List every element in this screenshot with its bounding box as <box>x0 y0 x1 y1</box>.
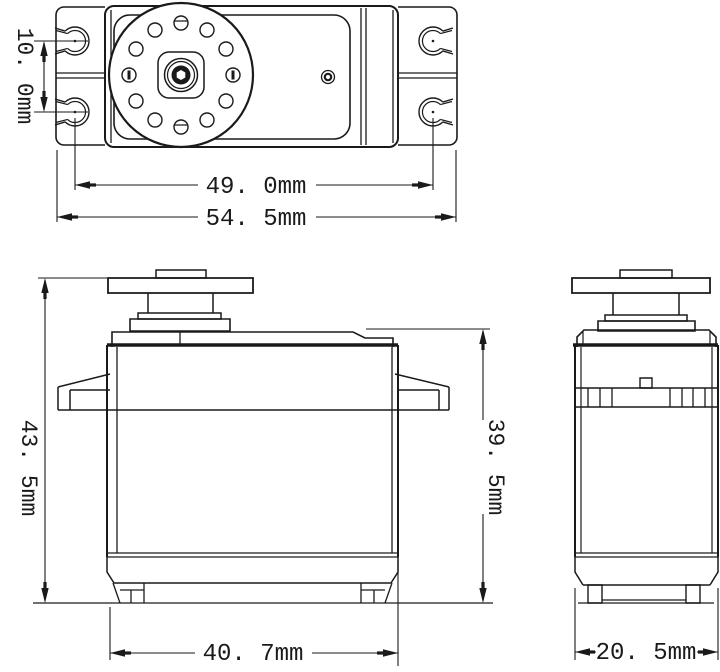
dim-arrow <box>57 213 72 221</box>
case-screw-hole-inner <box>325 74 331 80</box>
case-bottom <box>33 553 493 603</box>
dimension-total-height: 43. 5mm <box>15 278 108 603</box>
case-sides <box>107 345 398 557</box>
side-view: 20. 5mm <box>572 270 718 667</box>
top-view: 10. 0mm 49. 0mm 54. 5mm <box>11 1 457 233</box>
dim-arrow <box>41 588 49 603</box>
front-view: 43. 5mm 39. 5mm 40. 7mm <box>15 270 508 668</box>
dim-arrow <box>383 649 398 657</box>
case-bottom-side <box>575 553 718 603</box>
case-screw-hole <box>322 71 335 84</box>
dim-label-body-width: 20. 5mm <box>596 640 697 667</box>
right-foot <box>361 583 392 603</box>
dim-arrow <box>575 648 590 656</box>
cable-tab <box>640 378 652 388</box>
dimension-body-height: 39. 5mm <box>366 329 508 603</box>
tab-groove <box>398 73 457 78</box>
dim-label-body-length: 40. 7mm <box>203 641 304 668</box>
horn-hub-top <box>156 270 206 278</box>
gearbox-cap <box>112 332 393 347</box>
cap-corner-lines <box>583 332 710 345</box>
case-inner-lines <box>117 347 392 553</box>
dim-label-overall-length: 54. 5mm <box>206 206 307 233</box>
dim-label-hole-pitch: 10. 0mm <box>11 28 37 125</box>
shaft-flange-1-side <box>605 315 687 321</box>
dim-arrow <box>479 329 487 344</box>
dimension-mount-span: 49. 0mm <box>75 118 433 201</box>
dim-arrow <box>703 648 718 656</box>
flange-edge-band <box>575 388 718 407</box>
horn-disc-side <box>572 278 710 293</box>
dim-arrow <box>418 181 433 189</box>
servo-horn <box>107 1 255 149</box>
right-flange <box>395 374 449 410</box>
servo-body-outline <box>105 6 398 147</box>
dim-arrow <box>40 97 48 112</box>
case-sides-side <box>575 345 718 557</box>
mount-slot-hole <box>419 27 453 55</box>
left-foot <box>113 583 144 603</box>
dimension-overall-length: 54. 5mm <box>57 150 456 233</box>
dim-arrow <box>75 181 90 189</box>
horn-holes <box>121 15 241 135</box>
case-inner-lines-side <box>581 347 712 553</box>
shaft-stem <box>148 293 213 313</box>
dim-label-mount-span: 49. 0mm <box>206 174 307 201</box>
horn-hub-top-side <box>620 270 672 278</box>
output-shaft-assembly-side <box>572 270 710 331</box>
horn-disc <box>108 278 253 293</box>
dim-label-total-height: 43. 5mm <box>15 420 41 517</box>
horn-hub <box>157 51 205 99</box>
gearbox-cap-side <box>577 330 716 347</box>
spline-hex-hole <box>176 70 186 80</box>
dim-label-body-height: 39. 5mm <box>482 419 508 516</box>
output-shaft-assembly <box>108 270 253 331</box>
dim-arrow <box>441 213 456 221</box>
dimension-hole-pitch: 10. 0mm <box>11 28 88 125</box>
right-foot-side <box>686 585 700 603</box>
left-flange <box>58 374 110 410</box>
left-foot-side <box>588 585 602 603</box>
dimension-body-width: 20. 5mm <box>575 588 718 667</box>
dim-arrow <box>479 588 487 603</box>
right-mount-tab <box>398 7 457 145</box>
shaft-flange-2-side <box>598 321 695 331</box>
left-mount-tab <box>55 7 105 145</box>
mount-slot-hole <box>419 98 453 126</box>
tab-groove <box>56 73 105 78</box>
dim-arrow <box>40 41 48 56</box>
shaft-stem-side <box>613 293 679 315</box>
dim-arrow <box>110 649 125 657</box>
dimension-body-length: 40. 7mm <box>110 560 398 668</box>
shaft-flange-2 <box>130 319 230 331</box>
shaft-flange-1 <box>138 313 221 319</box>
dim-arrow <box>41 278 49 293</box>
